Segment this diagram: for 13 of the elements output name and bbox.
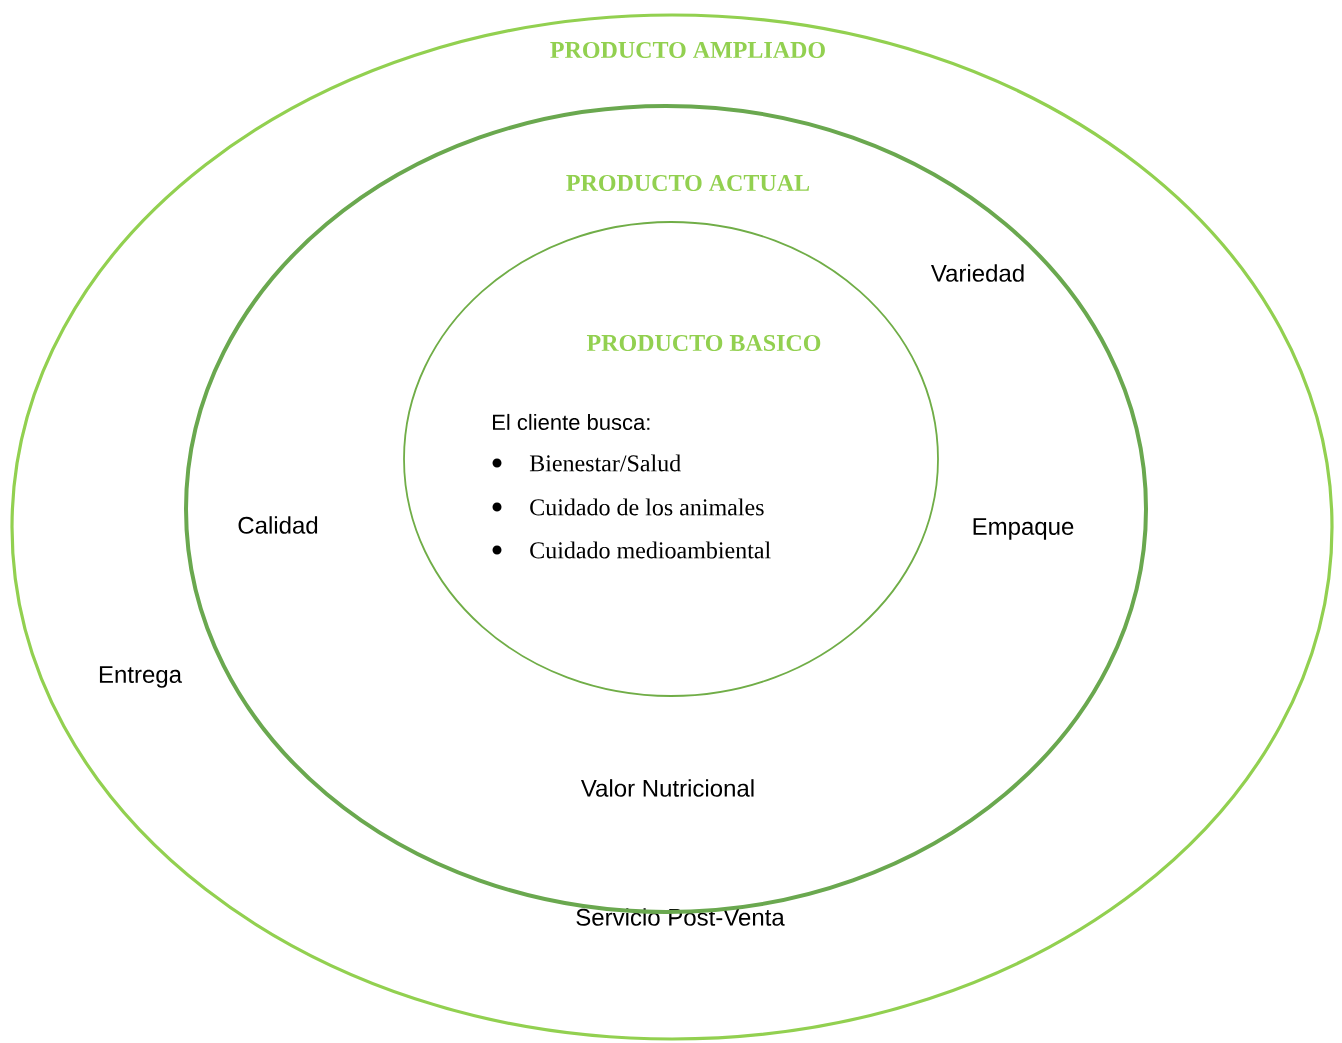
label: Valor Nutricional bbox=[580, 779, 754, 797]
label: Empaque bbox=[973, 518, 1074, 540]
label: Calidad bbox=[238, 516, 318, 534]
label: Variedad bbox=[930, 264, 1024, 282]
bullet-item: Cuidado de los animales bbox=[492, 498, 764, 516]
bullet-item: Cuidado medioambiental bbox=[492, 541, 771, 559]
heading: PRODUCTO ACTUAL bbox=[566, 174, 810, 192]
bullet-item: Bienestar/Salud bbox=[492, 454, 681, 472]
heading: PRODUCTO AMPLIADO bbox=[550, 41, 825, 59]
label: Servicio Post-Venta bbox=[576, 908, 785, 926]
label: El cliente busca: bbox=[493, 413, 650, 431]
label: Entrega bbox=[99, 666, 183, 688]
heading: PRODUCTO BASICO bbox=[586, 334, 821, 352]
